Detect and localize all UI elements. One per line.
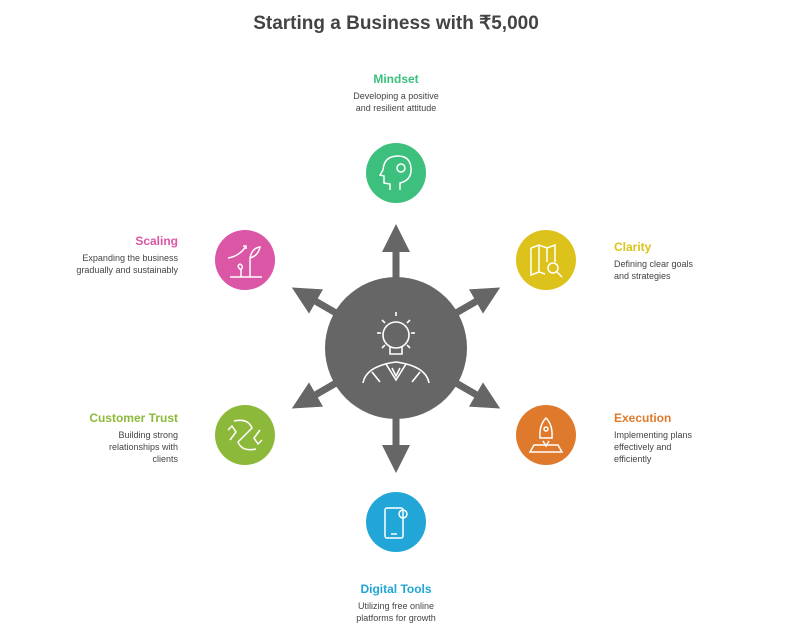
label-scaling: Scaling Expanding the business gradually… <box>18 234 178 276</box>
rocket-icon <box>528 416 564 453</box>
node-title: Customer Trust <box>89 411 178 425</box>
node-description: Building strong relationships with clien… <box>108 430 178 464</box>
node-title: Mindset <box>373 72 419 86</box>
phone-gear-icon <box>384 507 408 539</box>
head-gear-icon <box>378 155 412 190</box>
node-clarity <box>516 230 576 290</box>
label-digital: Digital Tools Utilizing free online plat… <box>316 582 476 624</box>
label-clarity: Clarity Defining clear goals and strateg… <box>614 240 774 282</box>
label-trust: Customer Trust Building strong relations… <box>18 411 178 465</box>
node-title: Scaling <box>135 234 178 248</box>
node-title: Execution <box>614 411 672 425</box>
node-title: Clarity <box>614 240 652 254</box>
label-execution: Execution Implementing plans effectively… <box>614 411 774 465</box>
growth-plant-icon <box>227 245 262 278</box>
page-title: Starting a Business with ₹5,000 <box>253 13 539 34</box>
map-search-icon <box>530 243 563 278</box>
node-description: Implementing plans effectively and effic… <box>614 430 693 464</box>
handshake-icon <box>227 419 263 451</box>
node-description: Defining clear goals and strategies <box>614 259 694 281</box>
label-mindset: Mindset Developing a positive and resili… <box>316 72 476 114</box>
node-trust <box>215 405 275 465</box>
node-execution <box>516 405 576 465</box>
node-description: Utilizing free online platforms for grow… <box>356 601 436 623</box>
node-scaling <box>215 230 275 290</box>
lightbulb-person-icon <box>362 312 430 384</box>
node-description: Expanding the business gradually and sus… <box>76 253 178 275</box>
node-description: Developing a positive and resilient atti… <box>353 91 439 113</box>
node-digital <box>366 492 426 552</box>
node-title: Digital Tools <box>360 582 432 596</box>
node-mindset <box>366 143 426 203</box>
